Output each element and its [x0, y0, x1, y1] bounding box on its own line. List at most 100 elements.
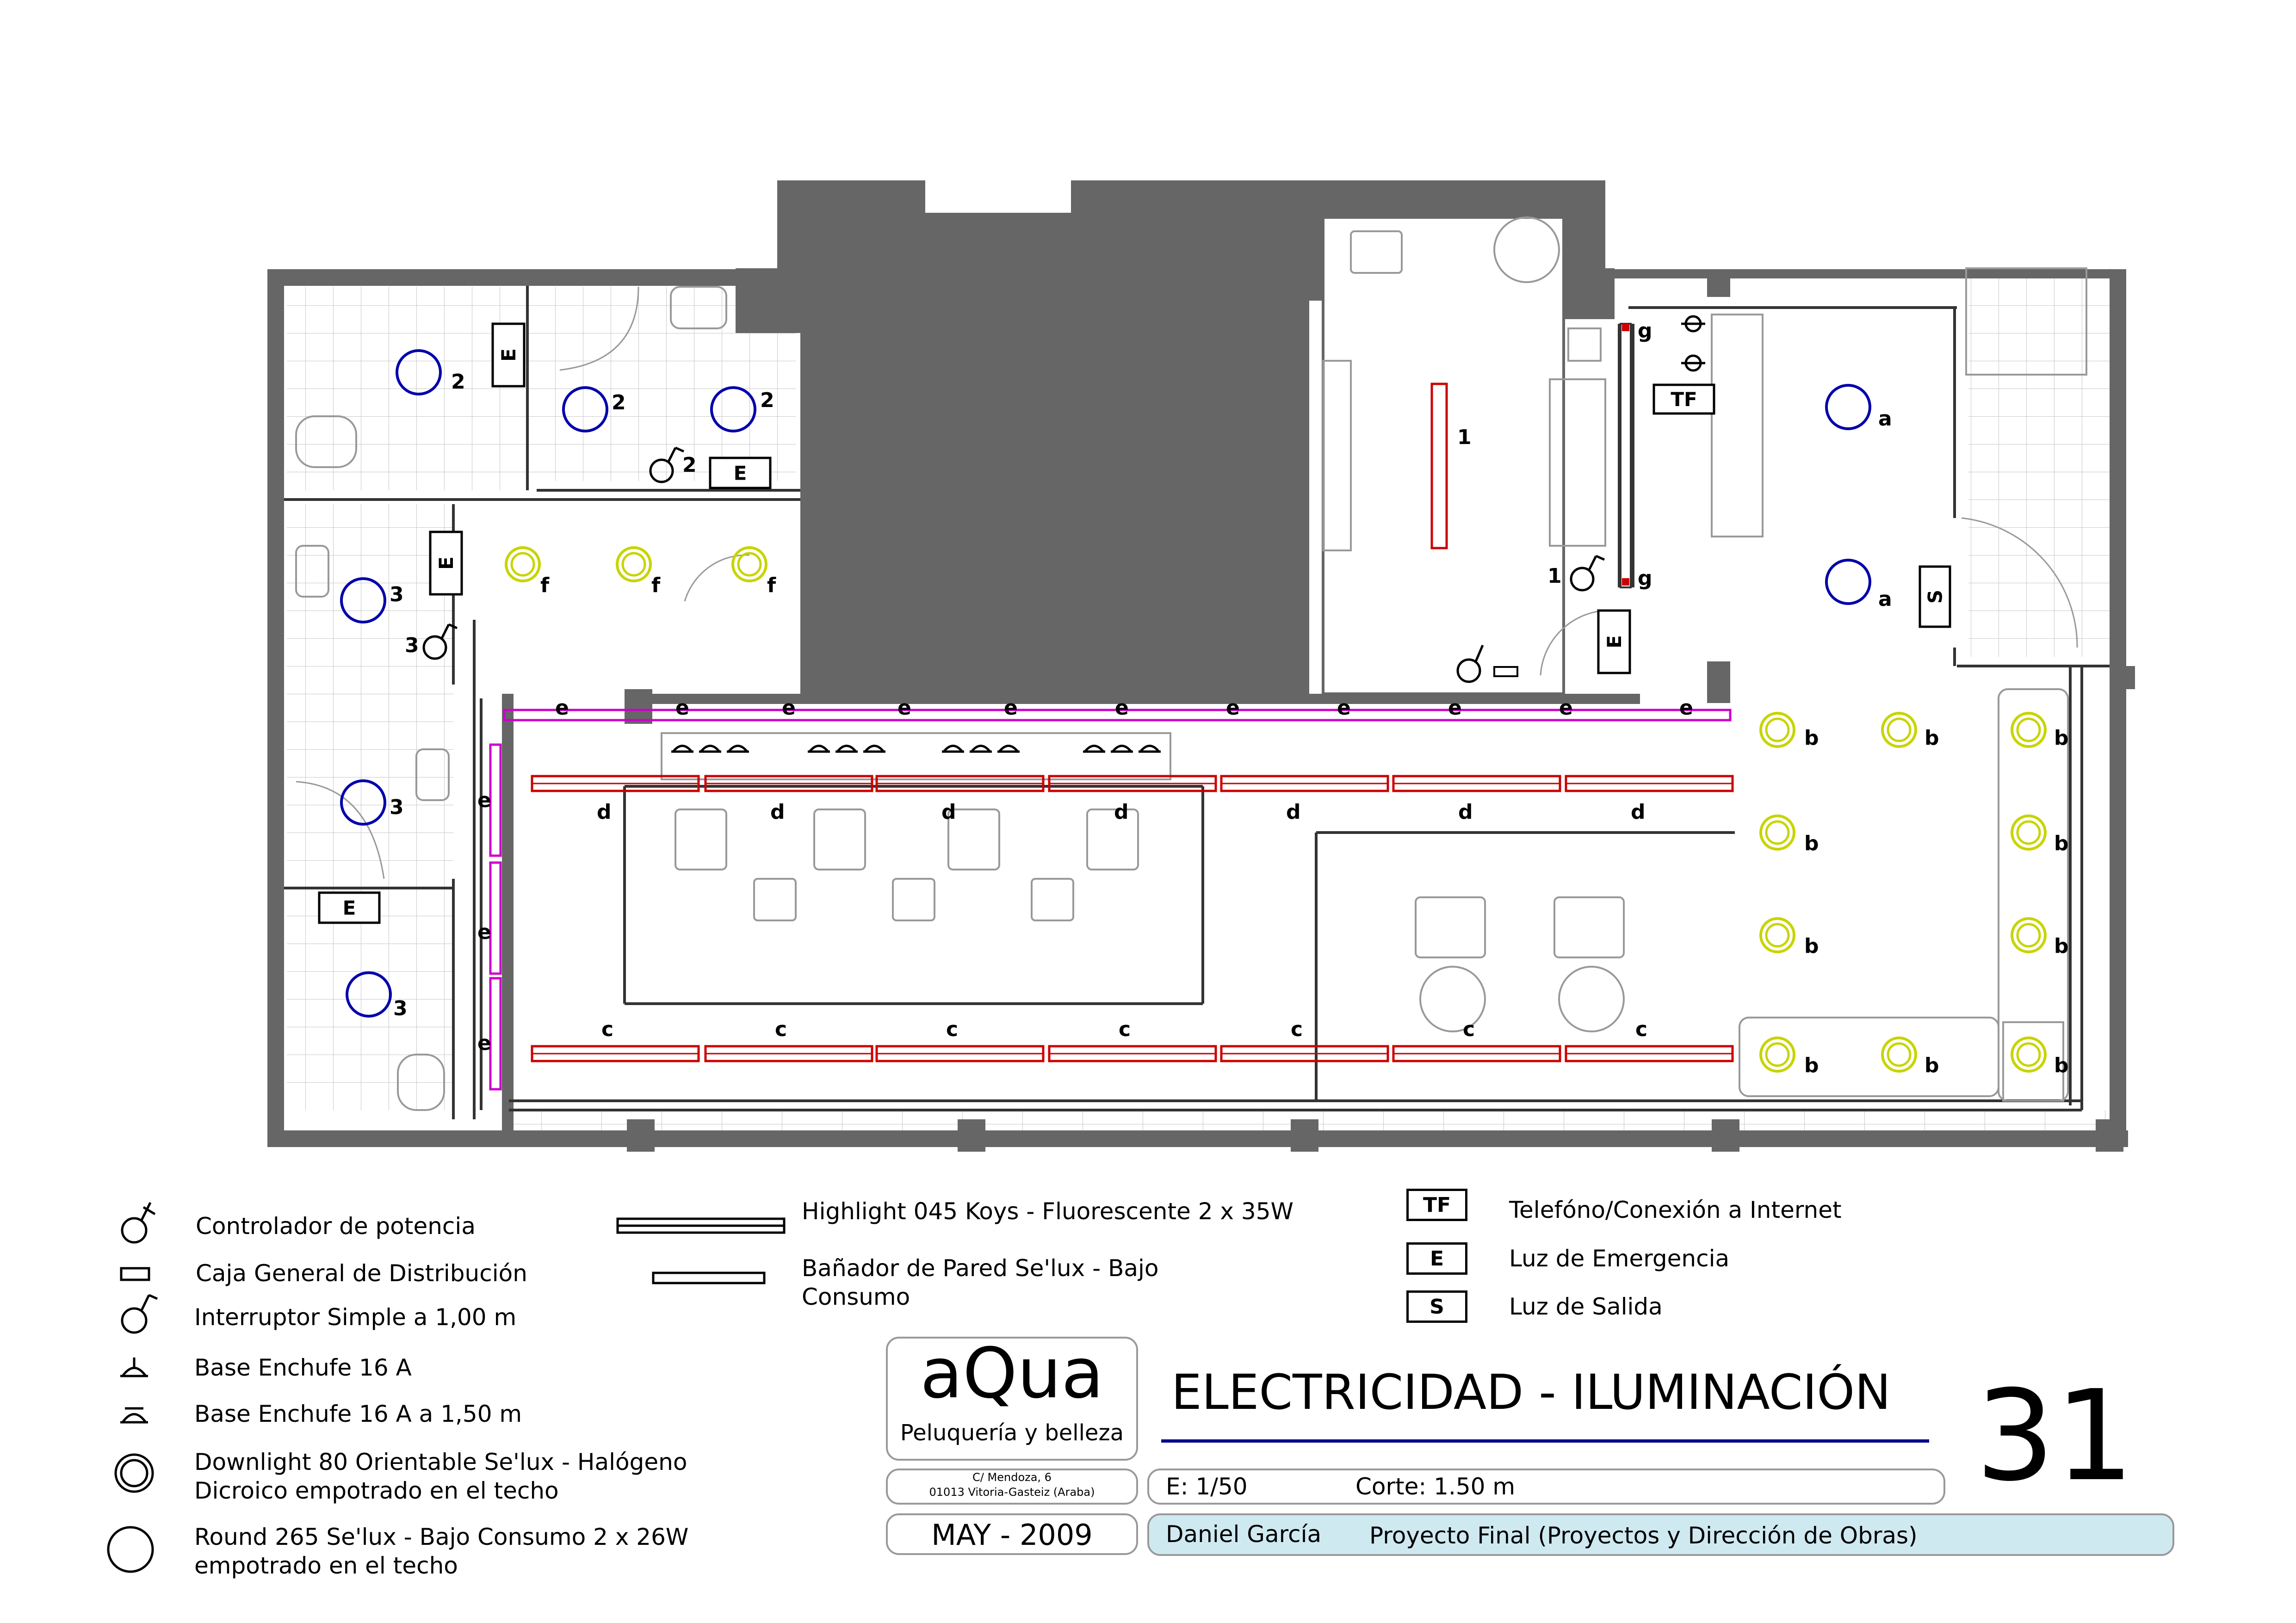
- cut-height: Corte: 1.50 m: [1355, 1473, 1516, 1500]
- wallwasher-end: [1622, 324, 1629, 331]
- downlight-label: b: [2054, 934, 2069, 958]
- downlight-label: b: [2054, 1054, 2069, 1077]
- downlight-inner: [737, 552, 762, 577]
- socket-symbol: [1084, 745, 1104, 753]
- tf-symbol: TF: [1406, 1189, 1467, 1221]
- round-light-fixture: [1825, 559, 1871, 605]
- downlight-label: b: [1804, 726, 1819, 750]
- downlight-label: b: [1925, 1054, 1939, 1077]
- round-light-fixture: [396, 349, 442, 395]
- downlight-fixture: [1759, 917, 1795, 953]
- author-box: [1147, 1513, 2174, 1556]
- wallwasher-label-e: e: [675, 696, 689, 720]
- fluorescent-label-c: c: [1635, 1018, 1647, 1041]
- address-box: [886, 1469, 1138, 1505]
- downlight-fixture: [2011, 815, 2047, 851]
- wallwasher-label-e: e: [1115, 696, 1129, 720]
- fluorescent-label-1: 1: [1457, 426, 1472, 449]
- switch-symbol: [649, 458, 674, 483]
- switch-lever-tip: [448, 623, 458, 629]
- emergency-sign: E: [491, 322, 526, 388]
- downlight-inner: [2016, 820, 2041, 845]
- legend-e: Luz de Emergencia: [1509, 1245, 1730, 1272]
- svg-text:S: S: [1924, 590, 1947, 604]
- round-light-fixture: [710, 386, 756, 432]
- downlight-inner: [1765, 923, 1790, 948]
- distribution-box-symbol: [1493, 666, 1518, 677]
- exit-sign: S: [1918, 565, 1951, 628]
- round-light-fixture: [562, 386, 608, 432]
- legend-s: Luz de Salida: [1509, 1293, 1663, 1320]
- downlight-fixture: [1759, 1037, 1795, 1073]
- fluorescent-label-c: c: [1463, 1018, 1475, 1041]
- downlight-inner: [510, 552, 535, 577]
- downlight-inner: [1887, 717, 1912, 742]
- socket-symbol: [943, 745, 963, 753]
- title-underline: [1161, 1439, 1929, 1443]
- downlight-inner: [1765, 820, 1790, 845]
- fluorescent-label-c: c: [1119, 1018, 1131, 1041]
- wallwasher-label-e: e: [1226, 696, 1240, 720]
- socket-symbol: [1112, 745, 1132, 753]
- downlight-fixture: [1759, 815, 1795, 851]
- fluorescent-storage: [1430, 383, 1448, 549]
- downlight-fixture: [731, 546, 767, 582]
- downlight-label: b: [2054, 726, 2069, 750]
- power-controller-lever: [1474, 645, 1484, 662]
- wallwasher-row: [503, 709, 1732, 722]
- emergency-sign: E: [318, 891, 381, 924]
- wallwasher-end: [1622, 578, 1629, 586]
- round-light-fixture: [340, 779, 386, 826]
- downlight-inner: [2016, 923, 2041, 948]
- legend-socket: Base Enchufe 16 A: [194, 1354, 412, 1381]
- legend-wallwasher-2: Consumo: [802, 1284, 910, 1310]
- downlight-label: f: [651, 574, 661, 597]
- legend-downlight-1: Downlight 80 Orientable Se'lux - Halógen…: [194, 1449, 687, 1475]
- downlight-fixture: [1881, 1037, 1917, 1073]
- legend-simple-switch: Interruptor Simple a 1,00 m: [194, 1304, 517, 1331]
- wallwasher-label-e: e: [1448, 696, 1462, 720]
- scale-box: [1147, 1469, 1945, 1505]
- round-light-fixture: [346, 971, 392, 1018]
- switch-label: 1: [1547, 564, 1562, 588]
- fluorescent-label-d: d: [1458, 800, 1473, 824]
- legend-tf: Telefóno/Conexión a Internet: [1509, 1197, 1842, 1223]
- fluorescent-label-c: c: [775, 1018, 787, 1041]
- switch-lever: [667, 447, 677, 463]
- address-line-2: 01013 Vitoria-Gasteiz (Araba): [929, 1486, 1095, 1499]
- socket-symbol: [1139, 745, 1160, 753]
- downlight-label: b: [1804, 1054, 1819, 1077]
- socket-symbol: [971, 745, 991, 753]
- downlight-label: f: [767, 574, 776, 597]
- logo-box: [886, 1337, 1138, 1461]
- entry-floor: [1968, 268, 2112, 657]
- fluorescent-label-d: d: [597, 800, 612, 824]
- furniture: [295, 216, 2087, 1111]
- emergency-sign: E: [1597, 609, 1631, 674]
- drawing-title: ELECTRICIDAD - ILUMINACIÓN: [1171, 1364, 1891, 1420]
- socket-symbol: [700, 745, 720, 753]
- downlight-label: b: [1925, 726, 1939, 750]
- outer-walls: [267, 269, 2135, 1152]
- author: Daniel García: [1166, 1521, 1322, 1548]
- wallwasher-label-e: e: [477, 789, 491, 812]
- downlight-fixture: [505, 546, 541, 582]
- round-light-label: a: [1878, 407, 1892, 431]
- wallwasher-label-g: g: [1638, 567, 1652, 590]
- switch-label: 3: [405, 634, 419, 657]
- partitions: [284, 286, 2110, 1119]
- wc-floor-1: [287, 287, 509, 490]
- round-light-label: 2: [612, 391, 626, 414]
- socket-symbol: [672, 745, 693, 753]
- date-box: [886, 1513, 1138, 1555]
- building-core: [736, 180, 1615, 698]
- logo: aQua: [920, 1333, 1104, 1414]
- svg-text:E: E: [435, 556, 458, 570]
- switch-lever-tip: [675, 446, 685, 453]
- downlight-fixture: [2011, 1037, 2047, 1073]
- legend-distribution-box: Caja General de Distribución: [196, 1260, 527, 1287]
- downlight-label: b: [1804, 934, 1819, 958]
- scale: E: 1/50: [1166, 1473, 1248, 1500]
- downlight-inner: [1765, 1042, 1790, 1067]
- wallwasher-label-e: e: [1337, 696, 1351, 720]
